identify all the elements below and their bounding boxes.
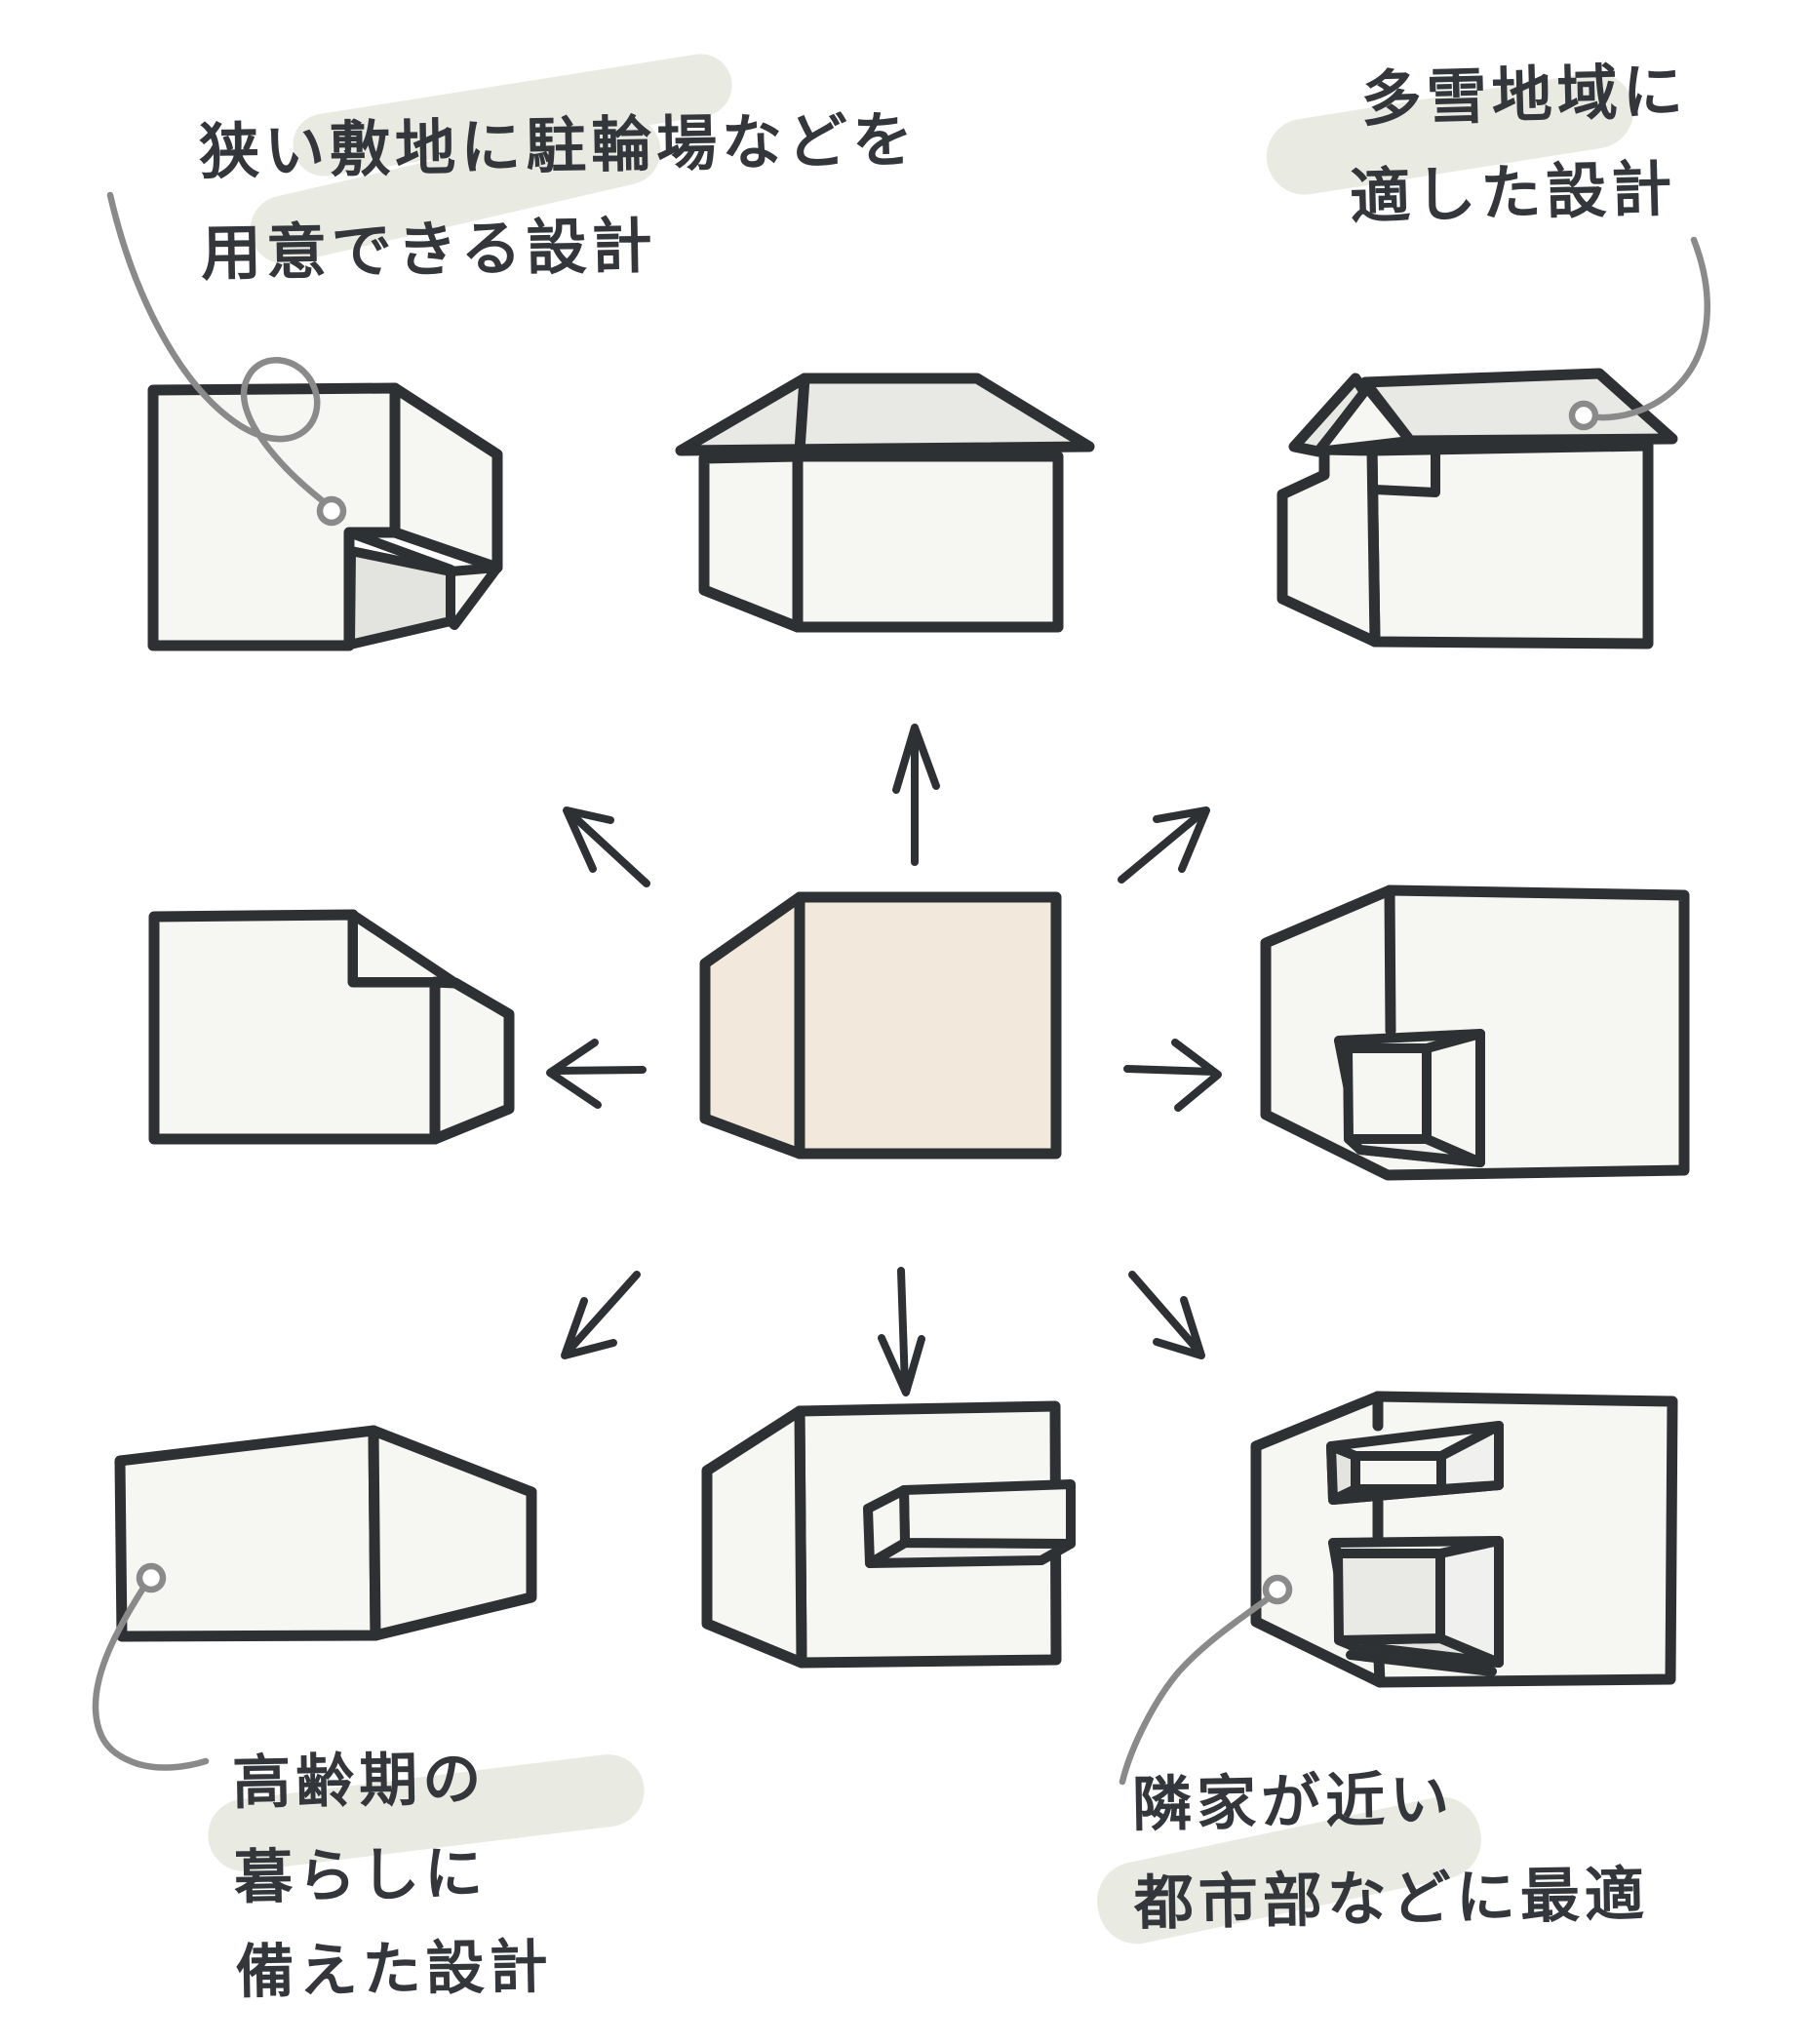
leader-line-bottom-right: [1119, 1574, 1293, 1786]
annotation-line: 高齢期の: [231, 1745, 487, 1818]
leader-line-bottom-left: [92, 1562, 210, 1771]
arrow-down-left-icon: [561, 1271, 641, 1359]
house-hip-roof: [675, 373, 1095, 633]
house-protruding-volume: [701, 1400, 1076, 1669]
house-snow-roof: [1276, 368, 1678, 649]
annotation-bottom-left: 高齢期の 暮らしに 備えた設計: [231, 1731, 554, 2021]
annotation-line: 用意できる設計: [200, 210, 658, 290]
annotation-line: 狭い敷地に駐輪場などを: [198, 103, 919, 188]
house-carport-notch: [147, 382, 503, 651]
arrow-right-icon: [1123, 1039, 1222, 1112]
house-corner-cut: [148, 909, 515, 1145]
leader-line-top-right: [1568, 236, 1710, 431]
arrow-up-left-icon: [563, 806, 650, 887]
annotation-line: 隣家が近い: [1131, 1764, 1455, 1840]
house-double-recess: [1250, 1391, 1678, 1688]
annotation-line: 適した設計: [1349, 152, 1678, 233]
annotation-line: 多雪地域に: [1359, 55, 1689, 136]
arrow-up-icon: [892, 724, 940, 866]
leader-dot: [136, 1562, 167, 1593]
arrow-up-right-icon: [1118, 806, 1210, 884]
leader-dot: [1262, 1574, 1293, 1605]
annotation-line: 備えた設計: [235, 1933, 554, 2007]
annotation-line: 暮らしに: [233, 1839, 489, 1912]
leader-dot: [1568, 400, 1599, 431]
annotation-top-right: 多雪地域に 適した設計: [1346, 42, 1691, 246]
annotation-line: 都市部などに最適: [1133, 1860, 1650, 1939]
leader-dot: [316, 495, 347, 527]
house-single-story: [114, 1425, 537, 1642]
arrow-left-icon: [546, 1039, 647, 1109]
annotation-top-left: 狭い敷地に駐輪場などを 用意できる設計: [198, 90, 921, 305]
leader-line-top-left: [106, 191, 347, 527]
arrow-down-icon: [878, 1267, 925, 1396]
house-base-center: [699, 891, 1062, 1160]
annotation-bottom-right: 隣家が近い 都市部などに最適: [1131, 1747, 1650, 1952]
house-recessed-niche: [1260, 884, 1690, 1181]
arrow-down-right-icon: [1128, 1271, 1205, 1359]
